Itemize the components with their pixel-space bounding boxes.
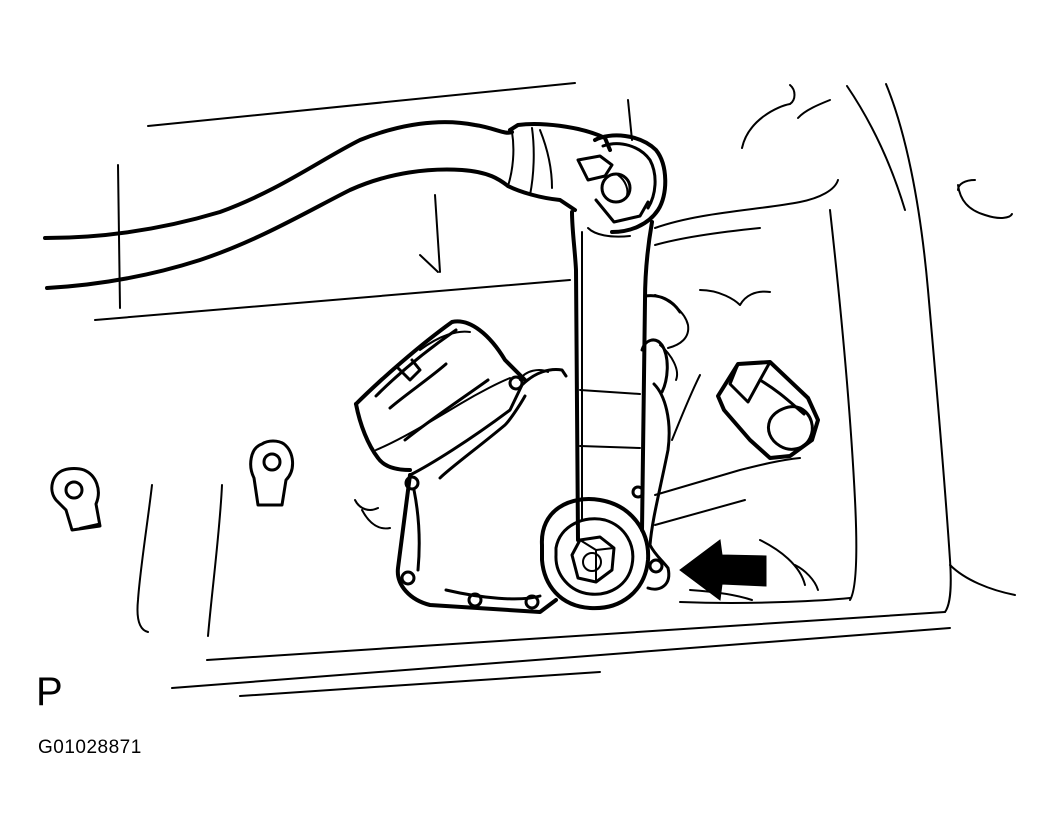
transmission-case-outline — [94, 82, 1016, 697]
arrow-left-icon — [679, 539, 767, 601]
figure-id: G01028871 — [38, 737, 142, 758]
lever-shaft-nut — [539, 497, 651, 611]
manual-shift-lever — [570, 210, 654, 542]
switch-connector — [354, 319, 527, 472]
shift-cable-clip — [576, 133, 668, 234]
case-boss — [640, 294, 682, 394]
shift-control-cable — [43, 120, 612, 290]
park-neutral-switch-body — [395, 368, 671, 614]
mounting-tab-left — [50, 467, 102, 532]
shift-position-label: P — [36, 670, 63, 714]
hex-bolt — [716, 360, 820, 460]
mounting-tab-center — [249, 439, 294, 507]
